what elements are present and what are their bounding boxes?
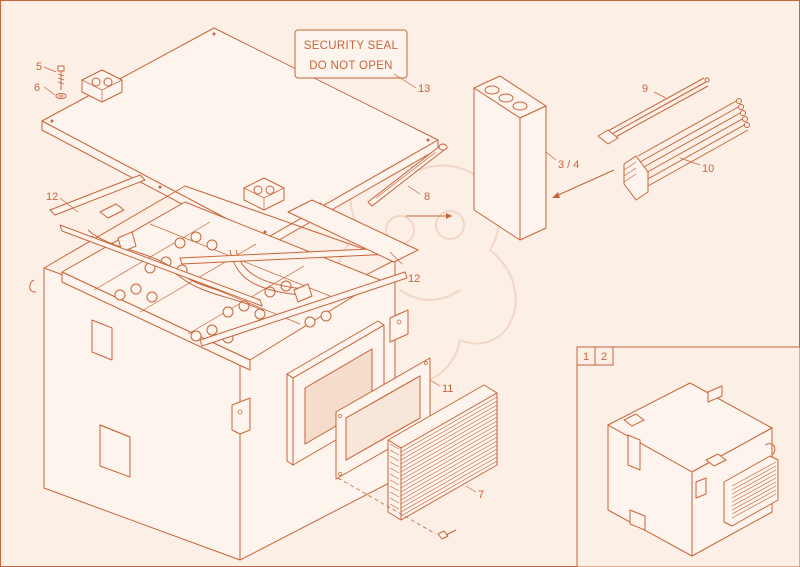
security-seal-label: SECURITY SEAL DO NOT OPEN xyxy=(294,29,408,79)
callout-5: 5 xyxy=(36,61,42,73)
bolt-part-5 xyxy=(57,65,65,90)
gasket-part-11 xyxy=(335,357,431,480)
assembled-view-inset: 1 2 xyxy=(576,346,800,567)
callout-10: 10 xyxy=(702,163,714,175)
cable-harness-part-9 xyxy=(597,77,710,145)
callout-12-left: 12 xyxy=(46,191,58,203)
cable-clamp-front xyxy=(243,177,285,211)
washer-part-6 xyxy=(55,93,67,99)
seal-line-1: SECURITY SEAL xyxy=(304,40,399,52)
battery-cell-part-3-4 xyxy=(473,75,547,241)
callout-8: 8 xyxy=(424,191,430,203)
leader-lines xyxy=(43,66,701,493)
cell-terminals xyxy=(114,231,332,344)
callout-12-right: 12 xyxy=(408,273,420,285)
callout-11: 11 xyxy=(442,383,453,395)
callout-3-4: 3 / 4 xyxy=(558,159,579,171)
hold-down-strap-long xyxy=(59,199,419,347)
callout-9: 9 xyxy=(642,83,648,95)
seal-line-2: DO NOT OPEN xyxy=(309,60,393,72)
inset-tab-1-label: 1 xyxy=(583,351,589,363)
vent-frame-part-11 xyxy=(286,320,385,466)
callout-13: 13 xyxy=(418,83,430,95)
callout-labels: 5 6 12 13 12 8 3 / 4 9 10 11 7 xyxy=(34,61,714,501)
assembly-line-filter xyxy=(337,477,437,535)
cable-clamp-top xyxy=(81,69,123,103)
assembled-battery xyxy=(607,382,779,557)
air-filter-part-7 xyxy=(387,384,498,521)
hold-down-strap-12a xyxy=(49,174,146,216)
arrow-tool-to-cell xyxy=(406,213,452,219)
inset-tab-2 xyxy=(594,346,614,366)
arrow-harness-to-cell xyxy=(552,169,615,198)
inset-tab-2-label: 2 xyxy=(601,351,607,363)
screw-filter xyxy=(437,529,457,540)
cable-harness-part-10 xyxy=(623,98,750,201)
callout-7: 7 xyxy=(478,489,484,501)
callout-6: 6 xyxy=(34,82,40,94)
hydrometer-tool-part-8 xyxy=(367,143,448,207)
